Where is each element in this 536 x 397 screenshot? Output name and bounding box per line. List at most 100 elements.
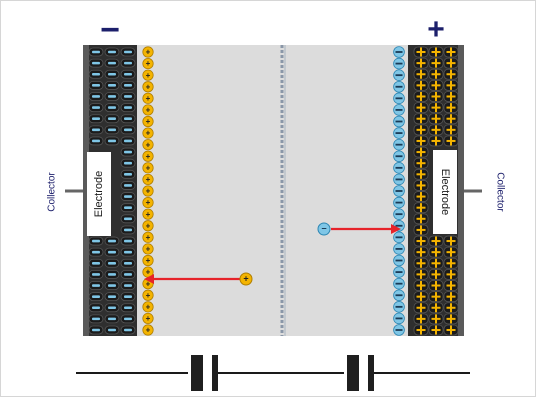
positive-charge-icon <box>413 213 429 225</box>
positive-charge-icon <box>428 113 444 125</box>
positive-ion-icon: + <box>142 220 154 232</box>
positive-ion-icon: + <box>142 127 154 139</box>
positive-charge-icon <box>428 257 444 269</box>
negative-ion-icon <box>393 301 405 313</box>
left-collector-label: Collector <box>47 172 58 212</box>
left-electrode-edge <box>83 45 89 336</box>
svg-text:+: + <box>146 210 151 219</box>
positive-ion-icon: + <box>142 150 154 162</box>
svg-text:+: + <box>146 245 151 254</box>
negative-charge-icon <box>88 292 104 302</box>
right-electrode-positive-charges <box>413 46 459 336</box>
negative-charge-icon <box>120 147 136 157</box>
electrolyte-cell <box>83 45 464 336</box>
positive-charge-icon <box>443 113 459 125</box>
negative-ion-icon <box>393 46 405 58</box>
positive-charge-icon <box>413 268 429 280</box>
negative-charge-icon <box>88 281 104 290</box>
positive-charge-icon <box>413 324 429 336</box>
positive-charge-icon <box>413 68 429 80</box>
positive-charge-icon <box>443 57 459 69</box>
negative-charge-icon <box>120 169 136 179</box>
negative-ion-icon <box>393 80 405 93</box>
positive-charge-icon <box>428 102 444 113</box>
positive-charge-icon <box>428 68 444 80</box>
negative-charge-icon <box>104 103 120 112</box>
negative-charge-icon <box>120 281 136 290</box>
svg-text:+: + <box>146 198 151 207</box>
negative-charge-icon <box>88 69 104 79</box>
svg-text:+: + <box>146 268 151 277</box>
negative-charge-icon <box>120 325 136 335</box>
negative-ion-icon <box>393 266 405 278</box>
positive-ion-icon: + <box>142 57 154 70</box>
positive-ion-icon: + <box>142 92 154 104</box>
positive-charge-icon <box>428 291 444 303</box>
positive-ion-icon: + <box>142 139 154 151</box>
svg-text:+: + <box>146 59 151 68</box>
negative-charge-icon <box>120 214 136 224</box>
positive-charge-icon <box>443 313 459 325</box>
positive-charge-icon <box>413 280 429 291</box>
right-electrode-edge <box>458 45 464 336</box>
right-collector-label: Collector <box>494 172 505 212</box>
positive-charge-icon <box>443 324 459 336</box>
negative-charge-icon <box>88 103 104 112</box>
positive-charge-icon <box>443 235 459 247</box>
positive-charge-icon <box>443 291 459 303</box>
negative-ion-icon <box>393 162 405 174</box>
negative-ion-icon <box>393 69 405 81</box>
negative-charge-icon <box>104 236 120 246</box>
negative-charge-icon <box>120 269 136 279</box>
positive-charge-icon <box>413 302 429 314</box>
negative-charge-icon <box>88 303 104 313</box>
negative-charge-icon <box>120 247 136 257</box>
negative-charge-icon <box>88 47 104 57</box>
positive-ion-icon: + <box>142 243 154 255</box>
positive-charge-icon <box>428 268 444 280</box>
positive-charge-icon <box>413 135 429 147</box>
positive-charge-icon <box>413 191 429 202</box>
positive-charge-icon <box>413 180 429 191</box>
left-electrode-negative-charges <box>88 47 136 335</box>
negative-ion-icon <box>393 312 405 325</box>
right-migration-arrowhead <box>391 224 401 234</box>
negative-charge-icon <box>120 114 136 124</box>
negative-charge-icon <box>120 314 136 324</box>
right-capacitor-symbol-icon <box>344 355 374 391</box>
negative-ion-icon <box>393 138 405 151</box>
positive-charge-icon <box>428 57 444 69</box>
positive-ion-icon: + <box>142 231 154 243</box>
negative-charge-icon <box>104 69 120 79</box>
negative-charge-icon <box>104 114 120 124</box>
positive-charge-icon <box>443 102 459 113</box>
svg-text:+: + <box>146 175 151 184</box>
positive-charge-icon <box>413 57 429 69</box>
positive-charge-icon <box>413 313 429 325</box>
positive-ion-icon: + <box>142 115 154 128</box>
negative-charge-icon <box>120 303 136 313</box>
negative-charge-icon <box>120 158 136 168</box>
negative-ion-icon <box>393 289 405 302</box>
positive-charge-icon <box>443 46 459 58</box>
negative-charge-icon <box>88 80 104 90</box>
left-electrode-label: Electrode <box>93 171 105 217</box>
positive-charge-icon <box>443 68 459 80</box>
positive-charge-icon <box>428 235 444 247</box>
negative-charge-icon <box>104 258 120 268</box>
left-migration-arrowhead <box>144 274 154 284</box>
negative-ion-icon <box>393 57 405 70</box>
negative-charge-icon <box>88 269 104 279</box>
positive-charge-icon <box>428 91 444 102</box>
svg-text:+: + <box>146 94 151 103</box>
negative-charge-icon <box>120 258 136 268</box>
negative-charge-icon <box>88 125 104 135</box>
positive-charge-icon <box>413 168 429 180</box>
negative-charge-icon <box>88 325 104 335</box>
positive-ion-icon: + <box>142 312 154 325</box>
svg-text:+: + <box>146 152 151 161</box>
svg-text:+: + <box>146 326 151 335</box>
negative-ion-icon <box>393 208 405 220</box>
negative-charge-icon <box>120 92 136 101</box>
negative-charge-icon <box>104 58 120 68</box>
